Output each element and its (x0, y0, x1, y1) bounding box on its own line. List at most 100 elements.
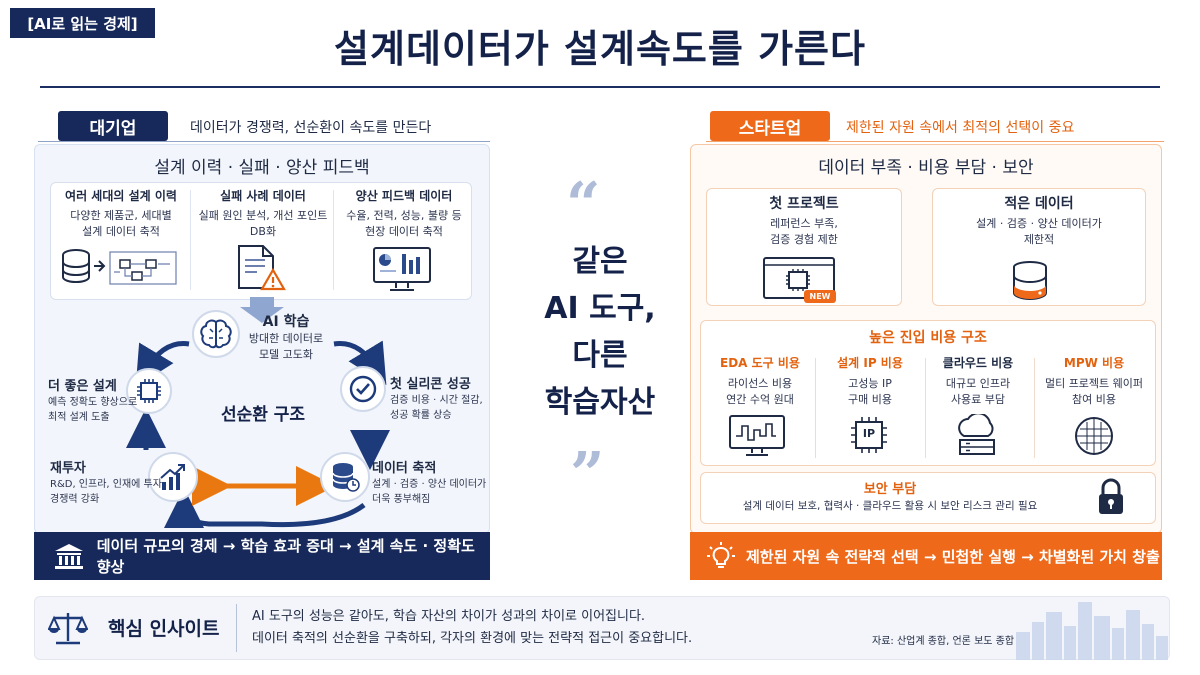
title-divider (40, 86, 1160, 88)
card-desc: DB화 (249, 225, 277, 238)
card-desc: 현장 데이터 축적 (365, 225, 443, 238)
ai-learning-label: AI 학습 방대한 데이터로 모델 고도화 (236, 314, 336, 363)
node-desc: R&D, 인프라, 인재에 투자 (50, 479, 162, 490)
source-note: 자료: 산업계 종합, 언론 보도 종합 (872, 636, 1015, 647)
center-line: 같은 (572, 244, 628, 279)
section-tag: [AI로 읽는 경제] (10, 8, 155, 38)
large-company-caption: 데이터가 경쟁력, 선순환이 속도를 만든다 (190, 120, 432, 136)
node-desc: 최적 설계 도출 (48, 412, 110, 423)
card-desc: 설계 데이터 축적 (82, 225, 160, 238)
left-section-title: 설계 이력 · 실패 · 양산 피드백 (154, 158, 370, 178)
insight-line: 데이터 축적의 선순환을 구축하되, 각자의 환경에 맞는 전략적 접근이 중요… (252, 631, 693, 646)
check-circle-icon (349, 375, 377, 403)
center-line: 다른 (572, 338, 628, 373)
card-design-history: 여러 세대의 설계 이력 다양한 제품군, 세대별 설계 데이터 축적 (52, 188, 190, 240)
insight-bar (34, 596, 1170, 660)
down-arrow-icon (240, 297, 284, 323)
city-skyline-icon (1016, 602, 1168, 660)
data-accum-node (320, 452, 370, 502)
node-title: AI 학습 (262, 314, 310, 330)
entry-cost-title: 높은 진입 비용 구조 (869, 330, 987, 346)
node-desc: 성공 확률 상승 (390, 410, 452, 421)
center-message: 같은 AI 도구, 다른 학습자산 (505, 238, 695, 426)
insight-line: AI 도구의 성능은 같아도, 학습 자산의 차이가 성과의 차이로 이어집니다… (252, 609, 646, 624)
card-title: 실패 사례 데이터 (220, 189, 306, 203)
right-banner-text: 제한된 자원 속 전략적 선택 → 민첩한 실행 → 차별화된 가치 창출 (746, 547, 1160, 566)
right-rule (706, 141, 1164, 142)
cost-item-mpw: MPW 비용 멀티 프로젝트 웨이퍼 참여 비용 (1038, 355, 1150, 408)
card-title: 여러 세대의 설계 이력 (65, 189, 177, 203)
card-desc: 설계 · 검증 · 양산 데이터가 (976, 217, 1102, 230)
cost-desc: 참여 비용 (1072, 393, 1116, 406)
cost-desc: 연간 수억 원대 (726, 393, 794, 406)
node-desc: 더욱 풍부해짐 (372, 494, 431, 505)
lightbulb-icon (707, 542, 735, 568)
new-chip-window-icon (763, 257, 835, 299)
insight-text: AI 도구의 성능은 같아도, 학습 자산의 차이가 성과의 차이로 이어집니다… (252, 606, 692, 650)
insight-label: 핵심 인사이트 (108, 618, 220, 640)
reinvest-label: 재투자 R&D, 인프라, 인재에 투자 경쟁력 강화 (50, 460, 162, 507)
cost-desc: 멀티 프로젝트 웨이퍼 (1044, 377, 1144, 390)
cost-item-cloud: 클라우드 비용 대규모 인프라 사용료 부담 (926, 355, 1030, 408)
security-box (700, 472, 1156, 524)
card-desc: 실패 원인 분석, 개선 포인트 (198, 209, 328, 222)
scale-icon (48, 613, 88, 645)
cost-divider (815, 358, 816, 458)
database-circuit-icon (62, 249, 177, 285)
insight-divider (236, 604, 237, 652)
cost-title: 설계 IP 비용 (837, 356, 903, 370)
first-project-text: 첫 프로젝트 레퍼런스 부족, 검증 경험 제한 (706, 196, 902, 248)
center-line: AI 도구, (544, 291, 656, 326)
cost-desc: 대규모 인프라 (945, 377, 1011, 390)
better-design-node (126, 368, 172, 414)
node-desc: 예측 정확도 향상으로 (48, 397, 138, 408)
first-success-label: 첫 실리콘 성공 검증 비용 · 시간 절감, 성공 확률 상승 (390, 376, 486, 423)
open-quote: “ (566, 170, 601, 240)
new-badge: NEW (804, 290, 836, 303)
node-desc: 방대한 데이터로 (248, 332, 324, 345)
node-desc: 모델 고도화 (258, 348, 314, 361)
card-desc: 다양한 제품군, 세대별 (70, 209, 172, 222)
cost-item-eda: EDA 도구 비용 라이선스 비용 연간 수억 원대 (708, 355, 812, 408)
startup-chip: 스타트업 (710, 111, 830, 141)
card-title: 적은 데이터 (1004, 196, 1074, 212)
card-desc: 제한적 (1023, 233, 1055, 246)
left-banner-text: 데이터 규모의 경제 → 학습 효과 증대 → 설계 속도 · 정확도 향상 (96, 537, 475, 576)
page-title: 설계데이터가 설계속도를 가른다 (334, 27, 866, 71)
ip-chip-icon (851, 417, 887, 453)
ip-chip-label: IP (862, 427, 876, 440)
node-desc: 검증 비용 · 시간 절감, (390, 395, 483, 406)
eda-monitor-icon (729, 415, 785, 456)
card-divider (190, 190, 191, 290)
cost-title: 클라우드 비용 (942, 356, 1014, 370)
chip-icon (137, 379, 161, 403)
first-success-node (340, 366, 386, 412)
card-divider (333, 190, 334, 290)
security-desc: 설계 데이터 보호, 협력사 · 클라우드 활용 시 보안 리스크 관리 필요 (742, 500, 1038, 512)
card-desc: 검증 경험 제한 (770, 233, 838, 246)
card-failure-data: 실패 사례 데이터 실패 원인 분석, 개선 포인트 DB화 (193, 188, 333, 240)
cost-desc: 사용료 부담 (950, 393, 1006, 406)
few-data-text: 적은 데이터 설계 · 검증 · 양산 데이터가 제한적 (932, 196, 1146, 248)
right-summary-banner: 제한된 자원 속 전략적 선택 → 민첩한 실행 → 차별화된 가치 창출 (690, 532, 1162, 580)
cost-item-ip: 설계 IP 비용 고성능 IP 구매 비용 (818, 355, 922, 408)
startup-caption: 제한된 자원 속에서 최적의 선택이 중요 (846, 120, 1075, 136)
cycle-arrows (126, 340, 390, 529)
node-title: 더 좋은 설계 (48, 379, 117, 394)
cloud-server-icon (958, 414, 995, 455)
node-title: 첫 실리콘 성공 (390, 377, 471, 392)
left-summary-banner: 데이터 규모의 경제 → 학습 효과 증대 → 설계 속도 · 정확도 향상 (34, 532, 490, 580)
database-icon (332, 463, 360, 492)
cost-desc: 구매 비용 (848, 393, 892, 406)
card-title: 양산 피드백 데이터 (355, 189, 453, 203)
better-design-label: 더 좋은 설계 예측 정확도 향상으로 최적 설계 도출 (48, 378, 138, 425)
failure-report-icon (238, 245, 286, 291)
cost-divider (925, 358, 926, 458)
cost-title: MPW 비용 (1063, 356, 1125, 370)
center-line: 학습자산 (544, 385, 656, 420)
cost-desc: 라이선스 비용 (727, 377, 793, 390)
large-company-chip: 대기업 (58, 111, 168, 141)
left-rule (38, 141, 490, 142)
lock-icon (1099, 478, 1123, 514)
close-quote: ” (570, 440, 605, 510)
